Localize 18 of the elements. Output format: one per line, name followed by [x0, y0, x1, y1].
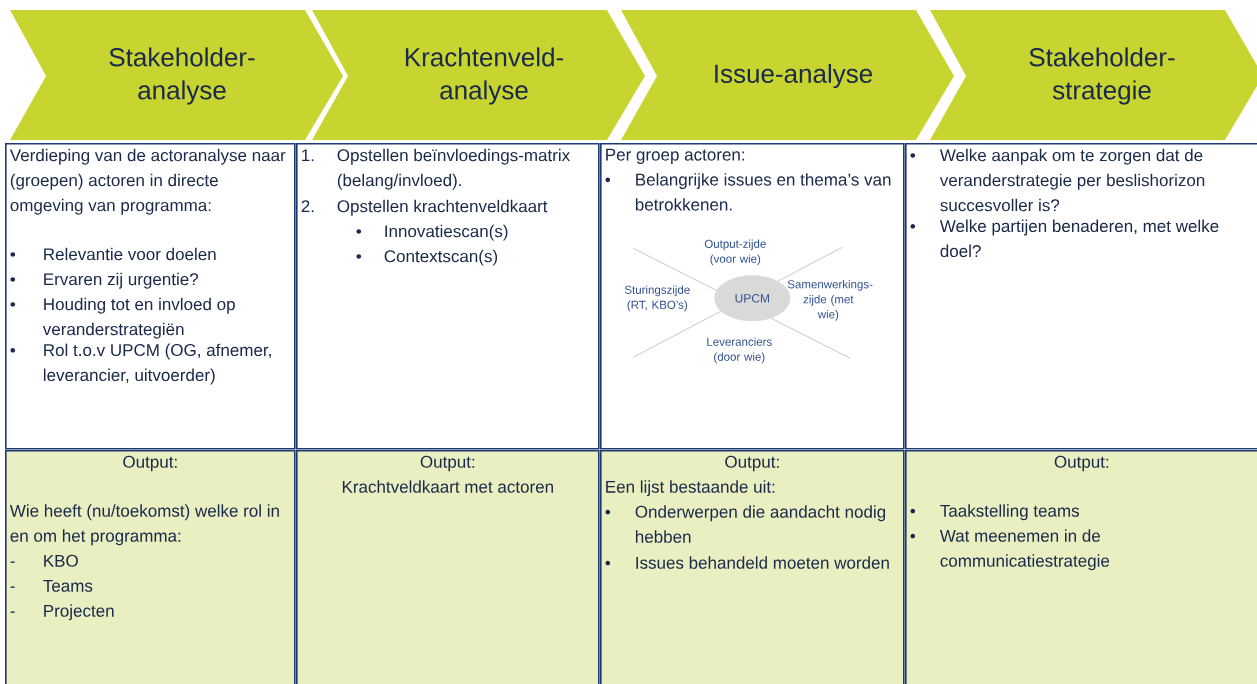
table-cell: Output: Wie heeft (nu/toekomst) welke rol in en om het programma: - KBO - Teams - Projecten	[5, 450, 296, 684]
chevron-step: Krachtenveld-analyse	[312, 10, 645, 140]
node-label: Stakeholder-strategie	[1029, 47, 1175, 105]
chevron-step: Stakeholder-strategie	[930, 10, 1257, 140]
table-cell: • Welke aanpak om te zorgen dat de veranderstrategie per beslishorizon succesvoller is? • Welke partijen benaderen, met welke doel?	[905, 143, 1257, 450]
chevron-step: Issue-analyse	[621, 10, 954, 140]
quadrant-label: Output-zijde (voor wie)	[704, 239, 766, 266]
table-cell: Output: • Taakstelling teams • Wat meenemen in de communicatiestrategie	[905, 450, 1257, 684]
chevron-step: Stakeholder-analyse	[10, 10, 343, 140]
node-label: Issue-analyse	[715, 63, 873, 89]
quadrant-label: Sturingszijde (RT, KBO’s)	[624, 285, 690, 312]
node-label: Krachtenveld-analyse	[405, 47, 564, 105]
table-cell: Output: Een lijst bestaande uit: • Onderwerpen die aandacht nodig hebben • Issues behandeld moeten worden	[600, 450, 905, 684]
node-label: Stakeholder-analyse	[109, 47, 255, 105]
table-cell: Output: Krachtveldkaart met actoren	[296, 450, 600, 684]
table-cell: 1. Opstellen beïnvloedings-matrix (belang/invloed). 2. Opstellen krachtenveldkaart • Innovatiescan(s) • Contextscan(s)	[296, 143, 600, 450]
table-cell: Verdieping van de actoranalyse naar (groepen) actoren in directe omgeving van programma: • Relevantie voor doelen • Ervaren zij urgentie? • Houding tot en invloed op veranderstrategiën • Rol t.o.v UPCM (OG, afnemer, leverancier, uitvoerder)	[5, 143, 296, 450]
quadrant-label: Leveranciers (door wie)	[707, 337, 772, 364]
